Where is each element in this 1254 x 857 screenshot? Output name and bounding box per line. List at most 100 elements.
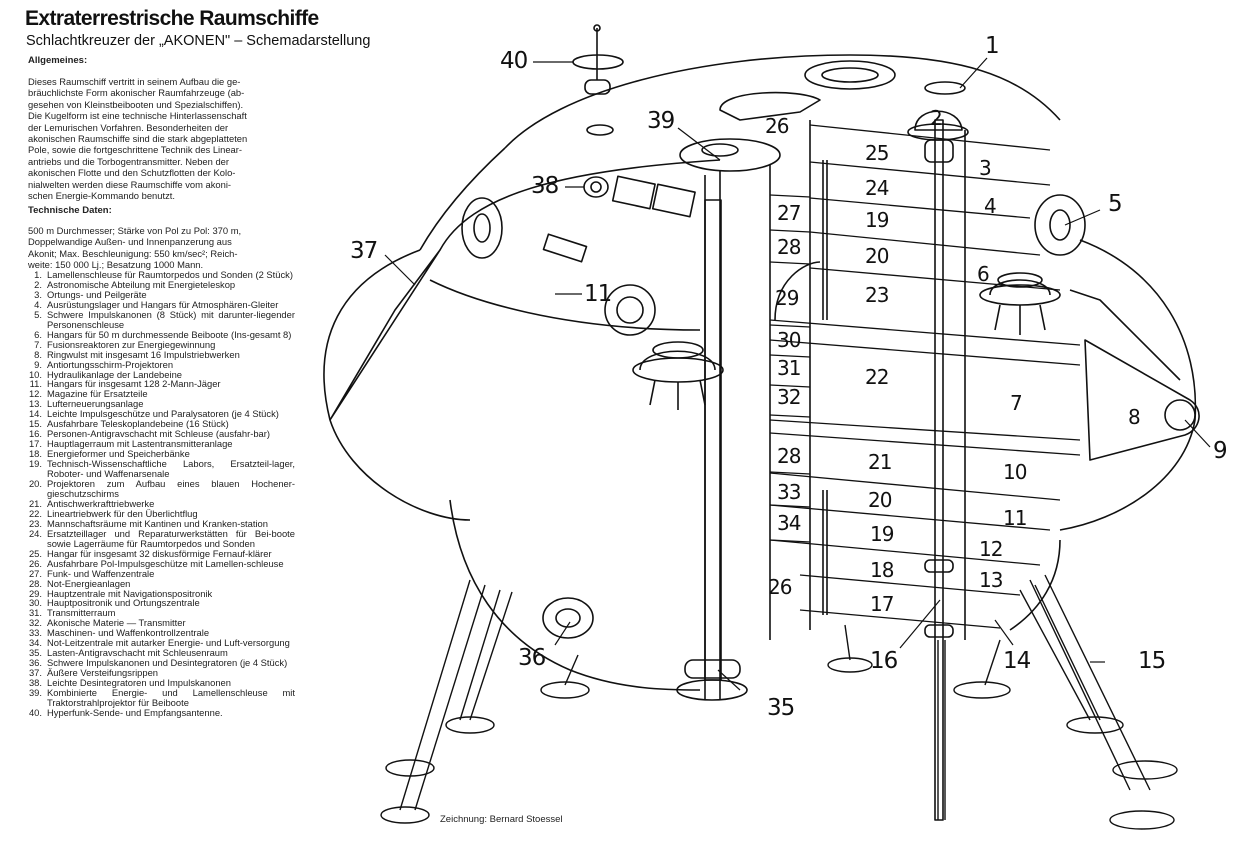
legend-item: 15.Ausfahrbare Teleskoplandebeine (16 St… (25, 419, 295, 429)
legend-number: 26. (28, 557, 42, 569)
legend-number: 10. (28, 368, 42, 380)
legend-number: 19. (28, 458, 42, 470)
callout-22: 22 (865, 365, 889, 389)
legend-text: Ringwulst mit insgesamt 16 Impulstriebwe… (47, 348, 240, 360)
legend-item: 29.Hauptzentrale mit Navigationspositron… (25, 588, 295, 599)
callout-25: 25 (865, 141, 889, 165)
legend-text: Hyperfunk-Sende- und Empfangsantenne. (47, 706, 223, 718)
legend-item: 13. Lufterneuerungsanlage (25, 399, 295, 409)
legend-text: Not-Leitzentrale mit autarker Energie- u… (47, 637, 290, 649)
technical-heading: Technische Daten: (28, 205, 112, 216)
impulse-cannon-36-inner (555, 608, 581, 628)
legend-item: 24.Ersatzteillager und Reparaturwerkstät… (25, 528, 295, 549)
impulse-cannon-36 (542, 597, 594, 639)
legend-text: Ausfahrbare Teleskoplandebeine (16 Stück… (47, 418, 229, 430)
legend-item: 21. Antischwerkrafttriebwerke (25, 497, 295, 509)
legend-list: 1. Lamellenschleuse für Raumtorpedos und … (25, 270, 295, 718)
telescope-2-base (924, 139, 954, 163)
callout-24: 24 (865, 176, 889, 200)
callout-3: 3 (979, 156, 992, 180)
legend-item: 5. Schwere Impulskanonen (8 Stück) mit da… (25, 308, 295, 330)
hull-hatch-a (586, 124, 614, 136)
callout-2: 2 (930, 106, 943, 130)
technical-line: Akonit; Max. Beschleunigung: 550 km/sec²… (28, 247, 238, 259)
callout-11-right: 11 (1003, 506, 1027, 530)
upper-deck-ellipse (439, 159, 721, 251)
callout-19-lower: 19 (870, 522, 894, 546)
callout-5: 5 (1108, 191, 1123, 217)
legend-text: Hauptpositronik und Ortungszentrale (47, 597, 200, 609)
legend-number: 32. (28, 617, 42, 629)
callout-28-upper: 28 (777, 235, 801, 259)
legend-text: Hangar für insgesamt 32 diskusförmige Fe… (47, 547, 272, 559)
impulse-cannon-5-inner (1049, 209, 1071, 241)
legend-text: Hauptlagerraum mit Lastentransmitteranla… (47, 438, 233, 450)
beiboot-6-right (979, 272, 1061, 335)
legend-item: 9.Antiortungsschirm-Projektoren (25, 358, 295, 370)
callout-27: 27 (777, 201, 801, 225)
antenna-base (584, 79, 611, 95)
pole-hatch-top-inner (821, 67, 879, 83)
legend-number: 5. (34, 308, 42, 320)
beiboot-left (632, 341, 724, 410)
hangar-ring-11-inner (616, 296, 644, 324)
callout-1: 1 (985, 33, 1000, 59)
callout-7: 7 (1010, 391, 1023, 415)
shaft-16-collar-top (924, 559, 954, 573)
legend-number: 13. (28, 398, 42, 410)
antigrav-shaft-16 (934, 119, 944, 821)
legend-item: 26.Ausfahrbare Pol-Impulsgeschütze mit L… (25, 557, 295, 569)
hangar-ring-11 (604, 284, 656, 336)
upper-deck-rim (429, 279, 701, 331)
legend-item: 36.Schwere Impulskanonen und Desintegrat… (25, 658, 295, 668)
legend-text: Mannschaftsräume mit Kantinen und Kranke… (47, 517, 268, 529)
legend-item: 30.Hauptpositronik und Ortungszentrale (25, 598, 295, 608)
landing-legs-15 (380, 574, 1178, 830)
shaft-16-collar-bot (924, 624, 954, 638)
legend-number: 1. (34, 269, 42, 280)
general-heading: Allgemeines: (28, 55, 88, 66)
legend-number: 25. (28, 547, 42, 559)
ring-bulge-right (1059, 239, 1197, 531)
legend-number: 7. (34, 338, 42, 350)
pole-hatch-top (804, 60, 896, 90)
legend-text: Schwere Impulskanonen (8 Stück) mit daru… (47, 308, 295, 330)
legend-item: 28.Not-Energieanlagen (25, 577, 295, 589)
general-line: nialwelten werden diese Raumschiffe vom … (28, 178, 232, 190)
general-line: der Lemurischen Vorfahren. Besonderheite… (28, 121, 229, 133)
callout-21: 21 (868, 450, 892, 474)
callout-13: 13 (979, 568, 1003, 592)
legend-number: 21. (28, 497, 42, 509)
legend-item: 4.Ausrüstungslager und Hangars für Atmos… (25, 299, 295, 310)
upper-hull-dome (504, 54, 1061, 149)
general-line: antriebs und die Torbogentransmitter. Ne… (28, 155, 229, 167)
legend-text: Lufterneuerungsanlage (47, 398, 144, 410)
legend-text: Funk- und Waffenzentrale (47, 567, 155, 579)
page-title: Extraterrestrische Raumschiffe (25, 7, 319, 30)
legend-number: 3. (34, 288, 42, 300)
lamellen-schleuse-39-inner (701, 143, 739, 157)
technical-line: 500 m Durchmesser; Stärke von Pol zu Pol… (28, 225, 242, 236)
callout-34: 34 (777, 511, 801, 535)
rib-8-triangle (1084, 339, 1200, 461)
legend-number: 2. (34, 278, 42, 290)
legend-item: 19.Technisch-Wissenschaftliche Labors, E… (25, 459, 295, 479)
general-line: bräuchlichste Form akonischer Raumfahrze… (28, 87, 245, 99)
callout-17: 17 (870, 592, 894, 616)
legend-number: 31. (28, 607, 42, 619)
callout-40: 40 (500, 48, 528, 74)
legend-text: Antischwerkrafttriebwerke (47, 497, 155, 509)
general-line: Pole, sowie die fortgeschrittene Technik… (28, 144, 243, 156)
core-column-cells (769, 194, 811, 543)
callout-6: 6 (977, 262, 990, 286)
callout-38: 38 (531, 173, 559, 199)
callout-18: 18 (870, 558, 894, 582)
legend-number: 28. (28, 577, 42, 589)
legend-number: 9. (34, 358, 42, 370)
impulse-cannon-5 (1034, 194, 1086, 256)
legend-number: 27. (28, 567, 42, 579)
legend-text: Lamellenschleuse für Raumtorpedos und So… (47, 269, 293, 280)
legend-text: Lineartriebwerk für den Überlichtflug (47, 507, 198, 519)
ring-bulge-outline (323, 249, 471, 521)
lower-hull-left (449, 499, 701, 691)
